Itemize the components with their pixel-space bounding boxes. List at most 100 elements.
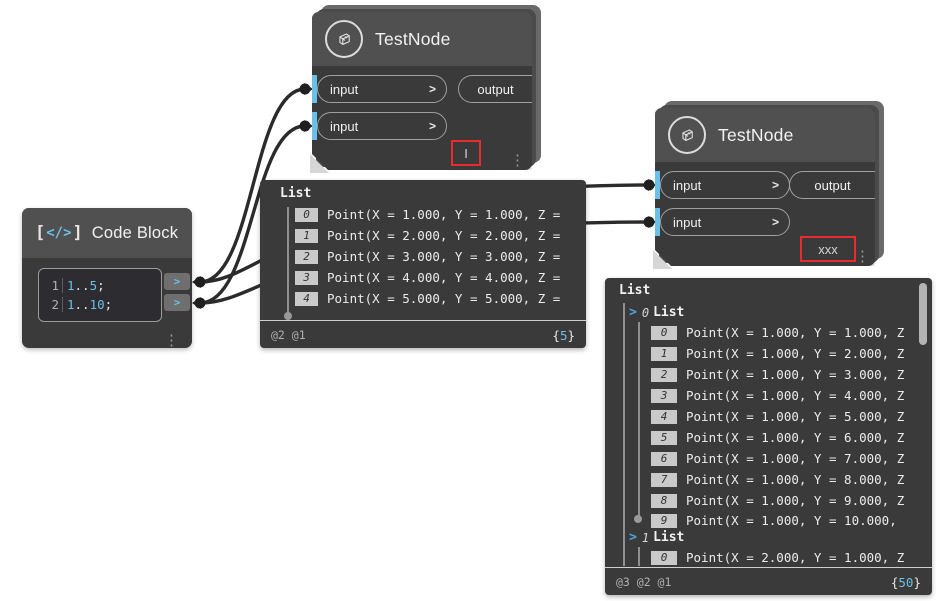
- node2-input-connector-1[interactable]: [643, 179, 657, 191]
- list-item: Point(X = 1.000, Y = 1.000, Z =: [327, 207, 561, 222]
- port-label: input: [673, 214, 702, 230]
- node1-input-connector-2[interactable]: [299, 120, 314, 132]
- index-badge: 3: [295, 270, 318, 285]
- wire-codeblock-out2-to-node1-in2[interactable]: [198, 124, 307, 305]
- index-badge: 0: [295, 207, 318, 222]
- index-badge: 4: [295, 291, 318, 306]
- level-line: [638, 322, 640, 516]
- preview-footer: @3 @2 @1 {50}: [605, 567, 932, 595]
- preview-bubble-large[interactable]: List > 0 List 0 Point(X = 1.000, Y = 1.00…: [605, 278, 932, 595]
- count-badge: {5}: [552, 328, 575, 343]
- list-item: Point(X = 1.000, Y = 10.000,: [686, 513, 897, 528]
- node-header[interactable]: [</>] Code Block: [22, 208, 192, 258]
- node2-input-connector-2[interactable]: [643, 216, 657, 228]
- output-port-1[interactable]: >: [164, 273, 190, 290]
- code-block-icon: [</>]: [35, 223, 83, 243]
- list-item: Point(X = 1.000, Y = 6.000, Z: [686, 430, 905, 445]
- scrollbar-thumb[interactable]: [919, 283, 927, 345]
- list-item: Point(X = 1.000, Y = 9.000, Z: [686, 493, 905, 508]
- port-label: input: [330, 118, 359, 134]
- input-port-marker: [312, 75, 317, 103]
- index-badge: 2: [295, 249, 318, 264]
- index-badge: 0: [651, 550, 677, 565]
- codeblock-output-connector-2[interactable]: [192, 297, 206, 309]
- index-badge: 7: [651, 472, 677, 487]
- input-port-marker: [312, 112, 317, 140]
- kebab-menu-icon[interactable]: ⋮: [164, 331, 179, 348]
- index-badge: 3: [651, 388, 677, 403]
- line-number: 1: [45, 278, 63, 293]
- list-item: Point(X = 4.000, Y = 4.000, Z =: [327, 270, 561, 285]
- node-title: Code Block: [91, 223, 179, 242]
- expand-chevron-icon[interactable]: >: [629, 530, 637, 545]
- output-port-2[interactable]: >: [164, 294, 190, 311]
- list-item: Point(X = 1.000, Y = 8.000, Z: [686, 472, 905, 487]
- index-badge: 1: [295, 228, 318, 243]
- output-port[interactable]: output: [789, 171, 875, 199]
- index-badge: 4: [651, 409, 677, 424]
- levels-label: @3 @2 @1: [616, 574, 672, 589]
- expand-chevron-icon[interactable]: >: [629, 305, 637, 320]
- lacing-indicator[interactable]: I: [451, 140, 481, 166]
- preview-footer: @2 @1 {5}: [260, 320, 586, 348]
- level-line: [287, 207, 289, 313]
- lacing-indicator[interactable]: xxx: [800, 236, 856, 262]
- node-title: TestNode: [375, 28, 451, 49]
- level-line: [638, 547, 640, 566]
- node-title: TestNode: [718, 124, 794, 145]
- test-node-2[interactable]: TestNode input > input > output xxx: [653, 101, 884, 269]
- level-handle: [284, 312, 292, 320]
- list-item: Point(X = 1.000, Y = 2.000, Z: [686, 346, 905, 361]
- list-root-label: List: [280, 186, 312, 201]
- chevron-right-icon: >: [771, 178, 779, 192]
- sublist-header[interactable]: > 0 List: [629, 305, 685, 320]
- list-item: Point(X = 1.000, Y = 1.000, Z: [686, 325, 905, 340]
- index-badge: 0: [651, 325, 677, 340]
- code-editor[interactable]: 1 1..5; 2 1..10;: [38, 268, 162, 322]
- input-port-marker: [655, 171, 660, 199]
- list-item: Point(X = 3.000, Y = 3.000, Z =: [327, 249, 561, 264]
- codeblock-output-connector-1[interactable]: [192, 276, 206, 288]
- index-badge: 8: [651, 493, 677, 508]
- node-header[interactable]: TestNode: [655, 108, 875, 162]
- list-item: Point(X = 1.000, Y = 3.000, Z: [686, 367, 905, 382]
- output-port[interactable]: output: [458, 75, 532, 103]
- chevron-right-icon: >: [428, 82, 436, 96]
- index-badge: 1: [651, 346, 677, 361]
- sublist-header[interactable]: > 1 List: [629, 530, 685, 545]
- node-cube-icon: [325, 20, 363, 58]
- port-label: output: [814, 177, 851, 193]
- level-handle: [634, 515, 642, 523]
- list-item: Point(X = 2.000, Y = 1.000, Z: [686, 550, 905, 565]
- input-port-1[interactable]: input >: [317, 75, 447, 103]
- code-block-node[interactable]: [</>] Code Block 1 1..5; 2 1..10; > > ⋮: [22, 208, 192, 348]
- input-port-2[interactable]: input >: [317, 112, 447, 140]
- port-label: output: [477, 81, 514, 97]
- port-label: input: [673, 177, 702, 193]
- input-port-1[interactable]: input >: [660, 171, 790, 199]
- index-badge: 2: [651, 367, 677, 382]
- node-header[interactable]: TestNode: [312, 12, 532, 66]
- port-label: input: [330, 81, 359, 97]
- input-port-marker: [655, 208, 660, 236]
- list-item: Point(X = 1.000, Y = 5.000, Z: [686, 409, 905, 424]
- index-badge: 9: [651, 513, 677, 528]
- levels-label: @2 @1: [271, 327, 306, 342]
- list-item: Point(X = 1.000, Y = 4.000, Z: [686, 388, 905, 403]
- list-item: Point(X = 2.000, Y = 2.000, Z =: [327, 228, 561, 243]
- node-cube-icon: [668, 116, 706, 154]
- test-node-1[interactable]: TestNode input > input > output I: [310, 5, 541, 173]
- chevron-right-icon: >: [771, 215, 779, 229]
- index-badge: 6: [651, 451, 677, 466]
- wire-codeblock-out1-to-node1-in1[interactable]: [198, 87, 307, 284]
- chevron-right-icon: >: [428, 119, 436, 133]
- kebab-menu-icon[interactable]: ⋮: [855, 247, 870, 265]
- input-port-2[interactable]: input >: [660, 208, 790, 236]
- kebab-menu-icon[interactable]: ⋮: [510, 151, 525, 169]
- list-item: Point(X = 5.000, Y = 5.000, Z =: [327, 291, 561, 306]
- index-badge: 5: [651, 430, 677, 445]
- list-root-label: List: [619, 283, 651, 298]
- node1-input-connector-1[interactable]: [299, 83, 314, 95]
